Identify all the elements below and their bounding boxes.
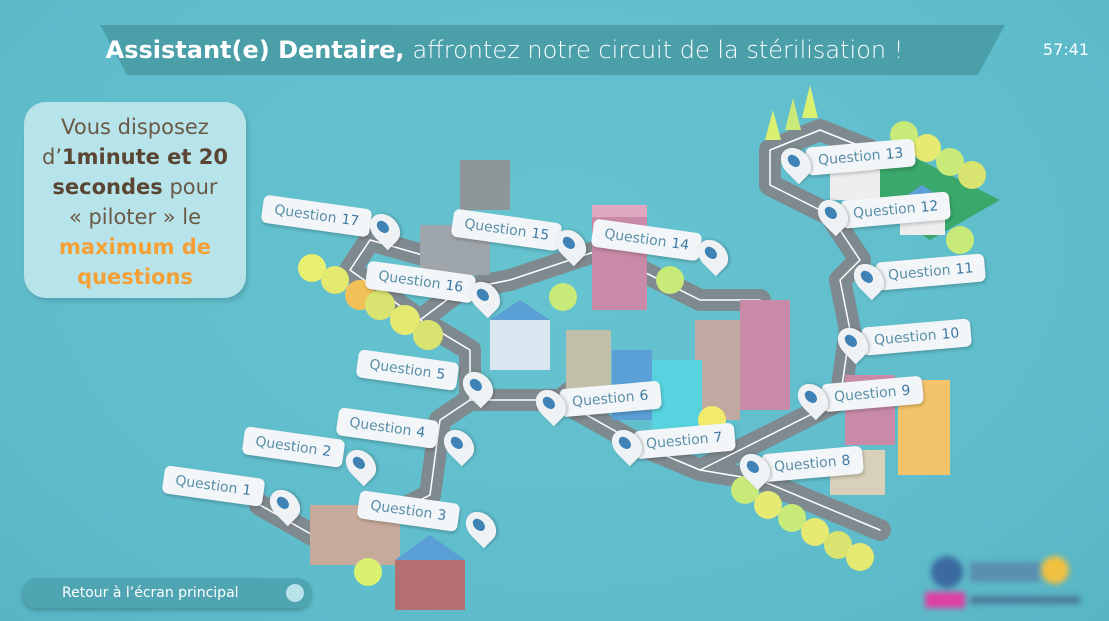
question-label: Question [174,472,239,498]
info-text: d’ [41,145,62,169]
question-number: 15 [530,225,551,244]
question-label: Question [377,268,442,293]
question-label: Question [852,200,917,222]
question-label: Question [873,327,938,349]
question-label: Question [369,497,434,523]
question-number: 1 [241,482,253,500]
info-text: pour [162,175,218,199]
info-line: secondes pour [24,172,246,202]
info-line: d’1minute et 20 [24,142,246,172]
buildings [310,160,950,610]
instructions-panel: Vous disposez d’1minute et 20 secondes p… [24,102,246,298]
question-label: Question [368,356,433,382]
question-label: Question [571,388,636,411]
logo [925,556,1080,608]
question-label: Question [645,430,710,453]
question-number: 11 [954,260,974,278]
info-bold: secondes [52,175,163,199]
question-number: 9 [900,382,912,400]
back-to-main-button[interactable]: Retour à l’écran principal [22,578,312,608]
question-number: 10 [940,325,960,343]
question-label: Question [254,433,319,459]
circle-icon [286,584,304,602]
info-line: Vous disposez [61,115,209,139]
page-title: Assistant(e) Dentaire, affrontez notre c… [0,25,1109,75]
question-number: 2 [321,443,333,461]
trees [298,85,986,586]
question-number: 17 [340,211,361,230]
back-button-label: Retour à l’écran principal [62,585,239,601]
question-number: 12 [919,198,939,216]
title-bold: Assistant(e) Dentaire, [105,36,405,64]
countdown-timer: 57:41 [1042,40,1089,59]
question-label: Question [887,262,952,284]
title-rest: affrontez notre circuit de la stérilisat… [412,36,904,64]
question-label: Question [773,453,838,476]
question-label: Question [833,383,898,406]
question-number: 16 [444,277,465,296]
question-number: 3 [436,507,448,525]
info-line: « piloter » le [68,205,202,229]
question-number: 5 [435,366,447,384]
question-number: 7 [712,429,724,447]
question-label: Question [273,202,338,227]
info-highlight: questions [77,265,193,289]
question-label: Question [603,226,668,251]
question-number: 14 [670,235,691,254]
question-number: 8 [840,452,852,470]
question-label: Question [817,147,882,169]
question-number: 4 [415,424,427,442]
question-label: Question [463,216,528,241]
question-label: Question [348,414,413,440]
question-number: 13 [884,145,904,163]
info-highlight: maximum de [58,235,212,259]
question-number: 6 [638,387,650,405]
info-bold: 1minute et 20 [62,145,229,169]
header-bar [100,25,1005,75]
